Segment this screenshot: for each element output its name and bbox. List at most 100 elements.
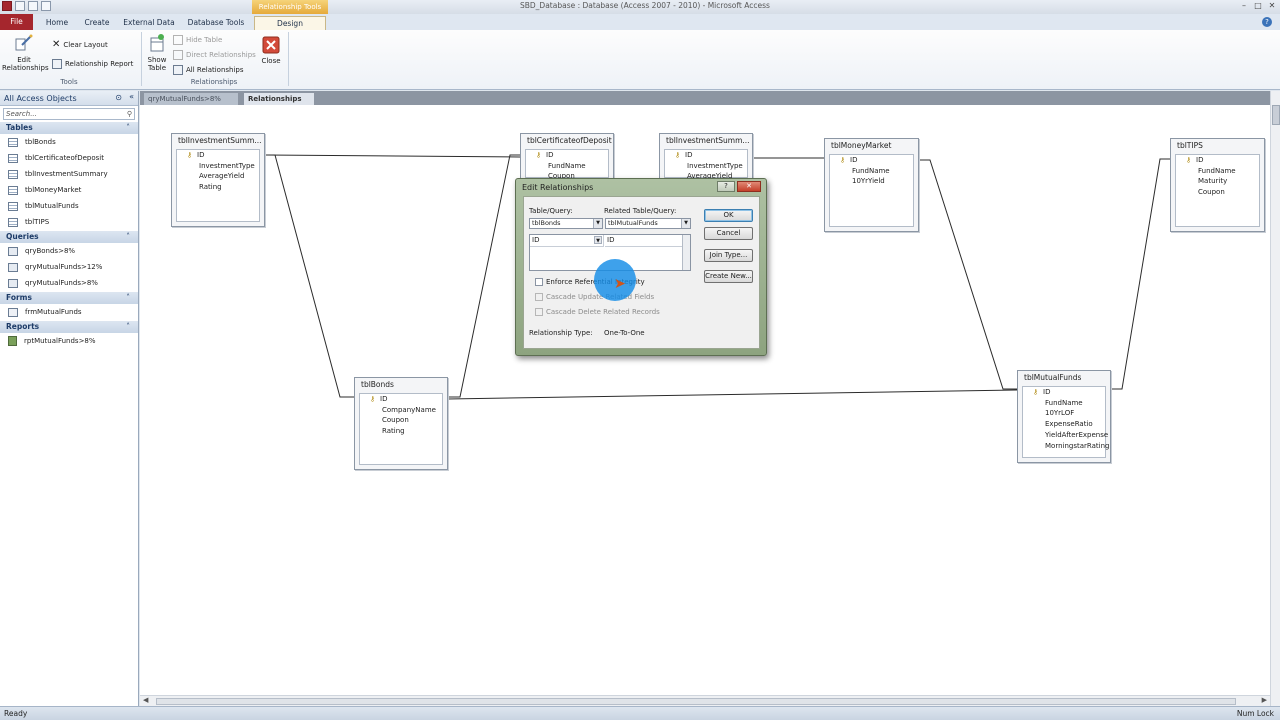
help-icon[interactable]: ?: [1262, 17, 1272, 27]
field-primary-key[interactable]: ⚷ID: [360, 394, 442, 405]
table-box-tips[interactable]: tblTIPS ⚷ID FundName Maturity Coupon: [1170, 138, 1265, 232]
access-app-icon[interactable]: [2, 1, 12, 11]
nav-item-table[interactable]: tblMutualFunds: [0, 198, 138, 214]
chevron-up-icon[interactable]: ˄: [126, 293, 130, 302]
search-icon[interactable]: ⚲: [126, 110, 132, 118]
field-row[interactable]: Coupon: [360, 415, 442, 426]
nav-section-tables[interactable]: Tables˄: [0, 122, 138, 134]
field-row[interactable]: FundName: [1023, 398, 1105, 409]
nav-item-query[interactable]: qryMutualFunds>12%: [0, 259, 138, 275]
edit-relationships-button[interactable]: Edit Relationships: [2, 33, 49, 73]
close-window-icon[interactable]: ✕: [1268, 1, 1276, 10]
nav-item-query[interactable]: qryMutualFunds>8%: [0, 275, 138, 291]
doc-tab-query[interactable]: qryMutualFunds>8%: [144, 93, 238, 105]
left-field-cell[interactable]: ID▼: [530, 235, 604, 247]
table-box-mutual-funds[interactable]: tblMutualFunds ⚷ID FundName 10YrLOF Expe…: [1017, 370, 1111, 463]
field-primary-key[interactable]: ⚷ID: [1023, 387, 1105, 398]
cascade-update-checkbox[interactable]: Cascade Update Related Fields: [535, 293, 654, 301]
dropdown-arrow-icon[interactable]: ▼: [594, 236, 602, 244]
vertical-scrollbar[interactable]: [1270, 91, 1280, 706]
field-primary-key[interactable]: ⚷ID: [830, 155, 913, 166]
tab-home[interactable]: Home: [45, 18, 69, 27]
field-row[interactable]: AverageYield: [177, 171, 259, 182]
chevron-up-icon[interactable]: ˄: [126, 232, 130, 241]
redo-icon[interactable]: [41, 1, 51, 11]
close-relationships-button[interactable]: Close: [257, 36, 285, 65]
nav-item-query[interactable]: qryBonds>8%: [0, 243, 138, 259]
checkbox-box[interactable]: [535, 293, 543, 301]
dropdown-arrow-icon[interactable]: ▼: [681, 219, 690, 228]
nav-collapse-icon[interactable]: «: [129, 92, 134, 101]
nav-section-reports[interactable]: Reports˄: [0, 321, 138, 333]
scroll-right-icon[interactable]: ▶: [1261, 696, 1267, 704]
tab-create[interactable]: Create: [84, 18, 110, 27]
field-row[interactable]: YieldAfterExpense: [1023, 430, 1108, 441]
checkbox-box[interactable]: [535, 278, 543, 286]
minimize-icon[interactable]: –: [1242, 1, 1246, 10]
field-row[interactable]: Coupon: [1176, 187, 1259, 198]
field-row[interactable]: Maturity: [1176, 176, 1259, 187]
cancel-button[interactable]: Cancel: [704, 227, 753, 240]
maximize-icon[interactable]: □: [1254, 1, 1262, 10]
nav-item-table[interactable]: tblBonds: [0, 134, 138, 150]
checkbox-box[interactable]: [535, 308, 543, 316]
field-row[interactable]: FundName: [830, 166, 913, 177]
field-primary-key[interactable]: ⚷ID: [177, 150, 259, 161]
field-row[interactable]: AverageYield: [665, 171, 747, 182]
tab-file[interactable]: File: [0, 14, 33, 30]
nav-item-table[interactable]: tblTIPS: [0, 214, 138, 230]
table-box-bonds[interactable]: tblBonds ⚷ID CompanyName Coupon Rating: [354, 377, 448, 470]
scrollbar-thumb[interactable]: [1272, 105, 1280, 125]
tab-design[interactable]: Design: [254, 16, 326, 30]
dropdown-arrow-icon[interactable]: ▼: [593, 219, 602, 228]
scrollbar-thumb[interactable]: [156, 698, 1236, 705]
field-row[interactable]: ExpenseRatio: [1023, 419, 1105, 430]
tab-database-tools[interactable]: Database Tools: [187, 18, 245, 27]
chevron-up-icon[interactable]: ˄: [126, 322, 130, 331]
nav-section-forms[interactable]: Forms˄: [0, 292, 138, 304]
right-field-cell[interactable]: ID: [605, 235, 682, 247]
undo-icon[interactable]: [28, 1, 38, 11]
direct-relationships-button[interactable]: Direct Relationships: [173, 50, 256, 60]
field-row[interactable]: FundName: [1176, 166, 1259, 177]
field-row[interactable]: InvestmentType: [665, 161, 747, 172]
dialog-close-button[interactable]: ✕: [737, 181, 761, 192]
nav-item-table[interactable]: tblCertificateofDeposit: [0, 150, 138, 166]
field-row[interactable]: Rating: [360, 426, 442, 437]
nav-section-queries[interactable]: Queries˄: [0, 231, 138, 243]
field-row[interactable]: Rating: [177, 182, 259, 193]
nav-search-input[interactable]: Search... ⚲: [3, 108, 135, 120]
field-row[interactable]: CompanyName: [360, 405, 442, 416]
hide-table-button[interactable]: Hide Table: [173, 35, 222, 45]
all-relationships-button[interactable]: All Relationships: [173, 65, 244, 75]
nav-item-table[interactable]: tblInvestmentSummary: [0, 166, 138, 182]
tab-external-data[interactable]: External Data: [123, 18, 175, 27]
table-query-select[interactable]: tblBonds▼: [529, 218, 603, 229]
field-primary-key[interactable]: ⚷ID: [526, 150, 608, 161]
field-row[interactable]: Coupon: [526, 171, 608, 182]
field-primary-key[interactable]: ⚷ID: [665, 150, 747, 161]
table-box-money-market[interactable]: tblMoneyMarket ⚷ID FundName 10YrYield: [824, 138, 919, 232]
join-type-button[interactable]: Join Type...: [704, 249, 753, 262]
clear-layout-button[interactable]: ✕ Clear Layout: [52, 39, 108, 50]
cascade-delete-checkbox[interactable]: Cascade Delete Related Records: [535, 308, 660, 316]
table-box-investment-summary-2[interactable]: tblInvestmentSumm... ⚷ID InvestmentType …: [659, 133, 753, 183]
field-row[interactable]: FundName: [526, 161, 608, 172]
field-row[interactable]: MorningstarRating: [1023, 441, 1109, 452]
field-primary-key[interactable]: ⚷ID: [1176, 155, 1259, 166]
grid-scrollbar[interactable]: [682, 235, 690, 270]
related-table-query-select[interactable]: tblMutualFunds▼: [605, 218, 691, 229]
nav-item-report[interactable]: rptMutualFunds>8%: [0, 333, 138, 349]
field-row[interactable]: 10YrLOF: [1023, 408, 1105, 419]
table-box-certificate-of-deposit[interactable]: tblCertificateofDeposit ⚷ID FundName Cou…: [520, 133, 614, 183]
field-row[interactable]: InvestmentType: [177, 161, 259, 172]
nav-header[interactable]: All Access Objects ⊙ «: [0, 91, 138, 106]
nav-menu-icon[interactable]: ⊙: [115, 93, 122, 102]
horizontal-scrollbar[interactable]: ◀ ▶: [140, 695, 1270, 706]
save-icon[interactable]: [15, 1, 25, 11]
nav-item-form[interactable]: frmMutualFunds: [0, 304, 138, 320]
doc-tab-relationships[interactable]: Relationships: [244, 93, 314, 105]
dialog-help-button[interactable]: ?: [717, 181, 735, 192]
relationship-report-button[interactable]: Relationship Report: [52, 59, 133, 69]
ok-button[interactable]: OK: [704, 209, 753, 222]
